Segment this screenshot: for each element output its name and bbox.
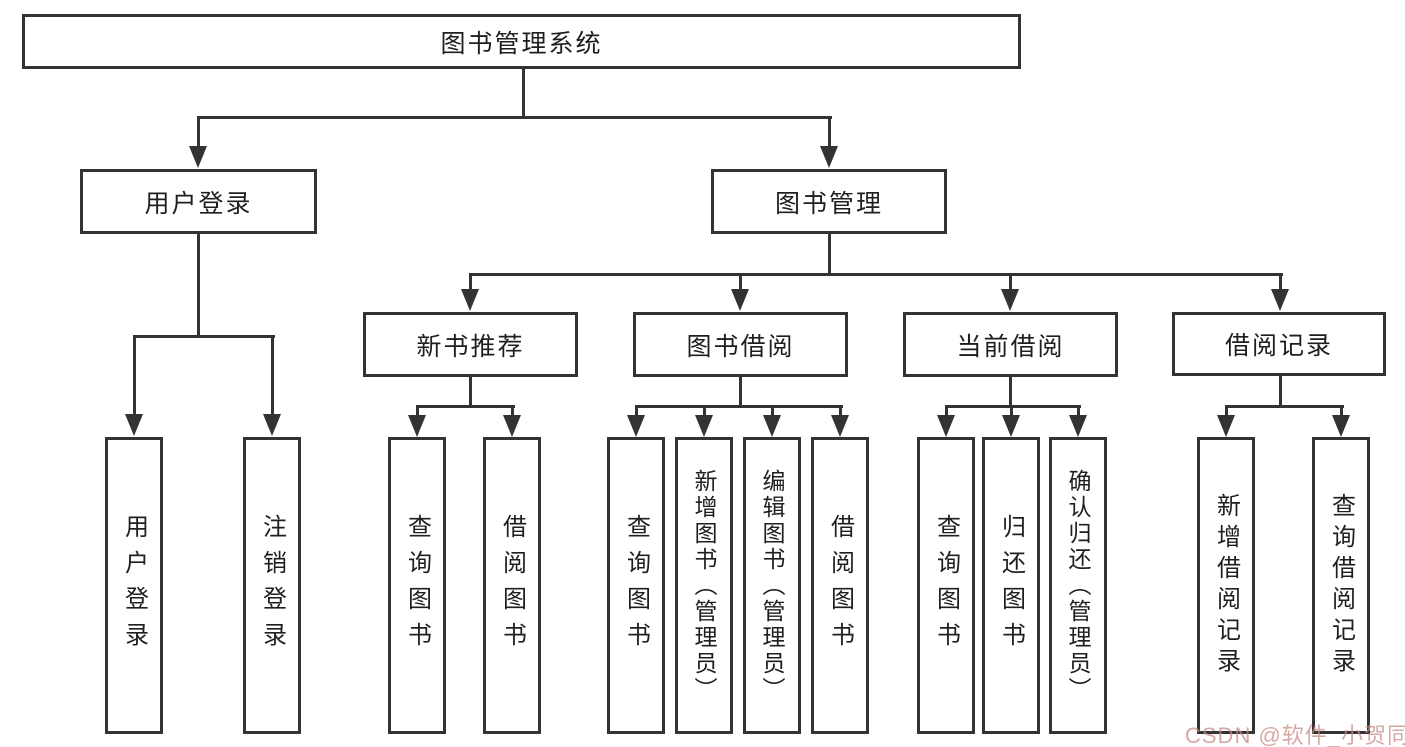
arrow-down-icon <box>1271 289 1289 311</box>
arrow-down-icon <box>937 415 955 437</box>
connector-line <box>271 335 274 419</box>
leaf-logout: 注销登录 <box>243 437 301 734</box>
leaf-return-books: 归还图书 <box>982 437 1040 734</box>
leaf-borrow-books-1: 借阅图书 <box>483 437 541 734</box>
arrow-down-icon <box>695 415 713 437</box>
arrow-down-icon <box>820 146 838 168</box>
arrow-down-icon <box>731 289 749 311</box>
connector-line <box>1010 405 1013 419</box>
leaf-return-books-label: 归还图书 <box>997 513 1025 658</box>
arrow-down-icon <box>1002 415 1020 437</box>
connector-line <box>703 405 706 419</box>
leaf-query-books-2-label: 查询图书 <box>622 513 650 658</box>
leaf-query-books-2: 查询图书 <box>607 437 665 734</box>
connector-line <box>522 68 525 119</box>
leaf-edit-books-admin: 编辑图书（管理员） <box>743 437 801 734</box>
connector-line <box>1009 273 1012 295</box>
arrow-down-icon <box>503 415 521 437</box>
leaf-edit-books-admin-label: 编辑图书（管理员） <box>759 468 785 703</box>
connector-line <box>133 335 136 419</box>
node-user-login: 用户登录 <box>80 169 317 234</box>
csdn-watermark: CSDN @软件_小贺同学 <box>1185 723 1405 747</box>
leaf-query-books-3: 查询图书 <box>917 437 975 734</box>
node-new-book-recommend-label: 新书推荐 <box>416 332 525 361</box>
connector-line <box>511 405 514 419</box>
connector-line <box>469 273 1283 276</box>
arrow-down-icon <box>408 415 426 437</box>
connector-line <box>828 116 831 152</box>
connector-line <box>945 405 948 419</box>
node-book-borrow: 图书借阅 <box>633 312 848 377</box>
connector-line <box>1279 376 1282 408</box>
node-user-login-label: 用户登录 <box>144 189 253 218</box>
leaf-add-borrow-record: 新增借阅记录 <box>1197 437 1255 734</box>
connector-line <box>469 376 472 408</box>
connector-line <box>197 233 200 338</box>
node-root-label: 图书管理系统 <box>440 29 603 58</box>
leaf-add-books-admin: 新增图书（管理员） <box>675 437 733 734</box>
leaf-confirm-return-admin: 确认归还（管理员） <box>1049 437 1107 734</box>
connector-line <box>133 335 275 338</box>
node-root: 图书管理系统 <box>22 14 1021 69</box>
arrow-down-icon <box>189 146 207 168</box>
connector-line <box>1279 273 1282 295</box>
leaf-user-login-label: 用户登录 <box>120 513 148 658</box>
leaf-add-borrow-record-label: 新增借阅记录 <box>1212 492 1240 679</box>
connector-line <box>1225 405 1344 408</box>
leaf-add-books-admin-label: 新增图书（管理员） <box>691 468 717 703</box>
node-borrow-records-label: 借阅记录 <box>1224 332 1333 360</box>
connector-line <box>771 405 774 419</box>
connector-line <box>635 405 638 419</box>
arrow-down-icon <box>831 415 849 437</box>
arrow-down-icon <box>1217 415 1235 437</box>
connector-line <box>1077 405 1080 419</box>
node-current-borrow: 当前借阅 <box>903 312 1118 377</box>
connector-line <box>839 405 842 419</box>
connector-line <box>1225 405 1228 419</box>
arrow-down-icon <box>627 415 645 437</box>
connector-line <box>828 233 831 276</box>
arrow-down-icon <box>1332 415 1350 437</box>
node-book-management: 图书管理 <box>711 169 947 234</box>
node-borrow-records: 借阅记录 <box>1172 312 1386 376</box>
node-current-borrow-label: 当前借阅 <box>956 332 1065 361</box>
leaf-borrow-books-2-label: 借阅图书 <box>826 513 854 658</box>
arrow-down-icon <box>1001 289 1019 311</box>
leaf-query-borrow-record: 查询借阅记录 <box>1312 437 1370 734</box>
arrow-down-icon <box>461 289 479 311</box>
node-book-management-label: 图书管理 <box>774 189 883 218</box>
leaf-borrow-books-1-label: 借阅图书 <box>498 513 526 658</box>
node-new-book-recommend: 新书推荐 <box>363 312 578 377</box>
leaf-query-borrow-record-label: 查询借阅记录 <box>1327 492 1355 679</box>
leaf-logout-label: 注销登录 <box>258 513 286 658</box>
arrow-down-icon <box>125 414 143 436</box>
connector-line <box>1340 405 1343 419</box>
leaf-user-login: 用户登录 <box>105 437 163 734</box>
connector-line <box>635 405 843 408</box>
connector-line <box>197 116 832 119</box>
connector-line <box>416 405 515 408</box>
connector-line <box>945 405 1081 408</box>
leaf-borrow-books-2: 借阅图书 <box>811 437 869 734</box>
arrow-down-icon <box>263 414 281 436</box>
connector-line <box>739 273 742 295</box>
connector-line <box>416 405 419 419</box>
connector-line <box>1009 376 1012 408</box>
leaf-confirm-return-admin-label: 确认归还（管理员） <box>1065 468 1091 703</box>
connector-line <box>739 376 742 408</box>
leaf-query-books-1-label: 查询图书 <box>403 513 431 658</box>
arrow-down-icon <box>763 415 781 437</box>
connector-line <box>469 273 472 295</box>
leaf-query-books-3-label: 查询图书 <box>932 513 960 658</box>
connector-line <box>197 116 200 152</box>
arrow-down-icon <box>1069 415 1087 437</box>
leaf-query-books-1: 查询图书 <box>388 437 446 734</box>
node-book-borrow-label: 图书借阅 <box>686 332 795 361</box>
